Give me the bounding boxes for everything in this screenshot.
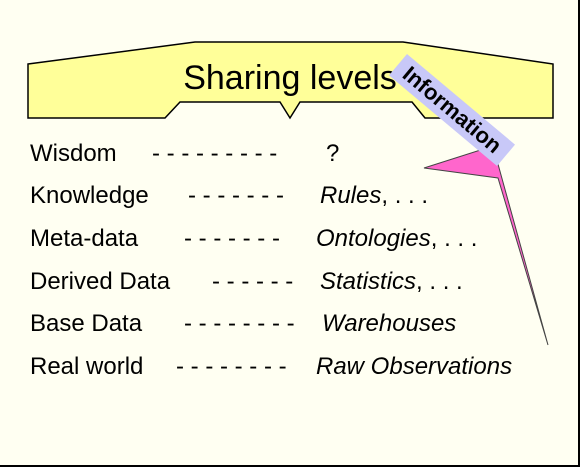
level-example: Warehouses (322, 310, 456, 338)
level-dashes: - - - - - - - - (176, 353, 287, 380)
level-example-value: Statistics (320, 268, 417, 295)
level-dashes: - - - - - - - - (184, 310, 295, 337)
level-example: Rules, . . . (320, 182, 428, 210)
level-example: Statistics, . . . (320, 268, 463, 296)
information-arrow (423, 145, 549, 346)
level-name: Real world (30, 353, 144, 380)
level-name: Meta-data (30, 225, 139, 252)
level-name: Knowledge (30, 182, 149, 209)
level-dashes: - - - - - - - - - (152, 140, 278, 167)
level-example-suffix: , . . . (416, 268, 463, 295)
level-example-suffix: , . . . (430, 225, 478, 252)
page-title: Sharing levels (183, 59, 397, 97)
level-dashes: - - - - - - - (188, 182, 284, 209)
level-example: Ontologies, . . . (316, 225, 477, 253)
level-example-suffix: , . . . (381, 182, 429, 209)
level-example-value: Rules (320, 182, 382, 209)
level-name: Base Data (30, 310, 143, 337)
level-dashes: - - - - - - (212, 268, 294, 295)
level-example: Raw Observations (316, 353, 512, 381)
level-name: Derived Data (30, 268, 171, 295)
level-example-value: Raw Observations (316, 353, 513, 380)
level-example: ? (326, 140, 340, 167)
level-example-value: Warehouses (322, 310, 457, 337)
level-dashes: - - - - - - - (184, 225, 280, 252)
level-name: Wisdom (30, 140, 117, 167)
level-example-value: Ontologies (316, 225, 431, 252)
